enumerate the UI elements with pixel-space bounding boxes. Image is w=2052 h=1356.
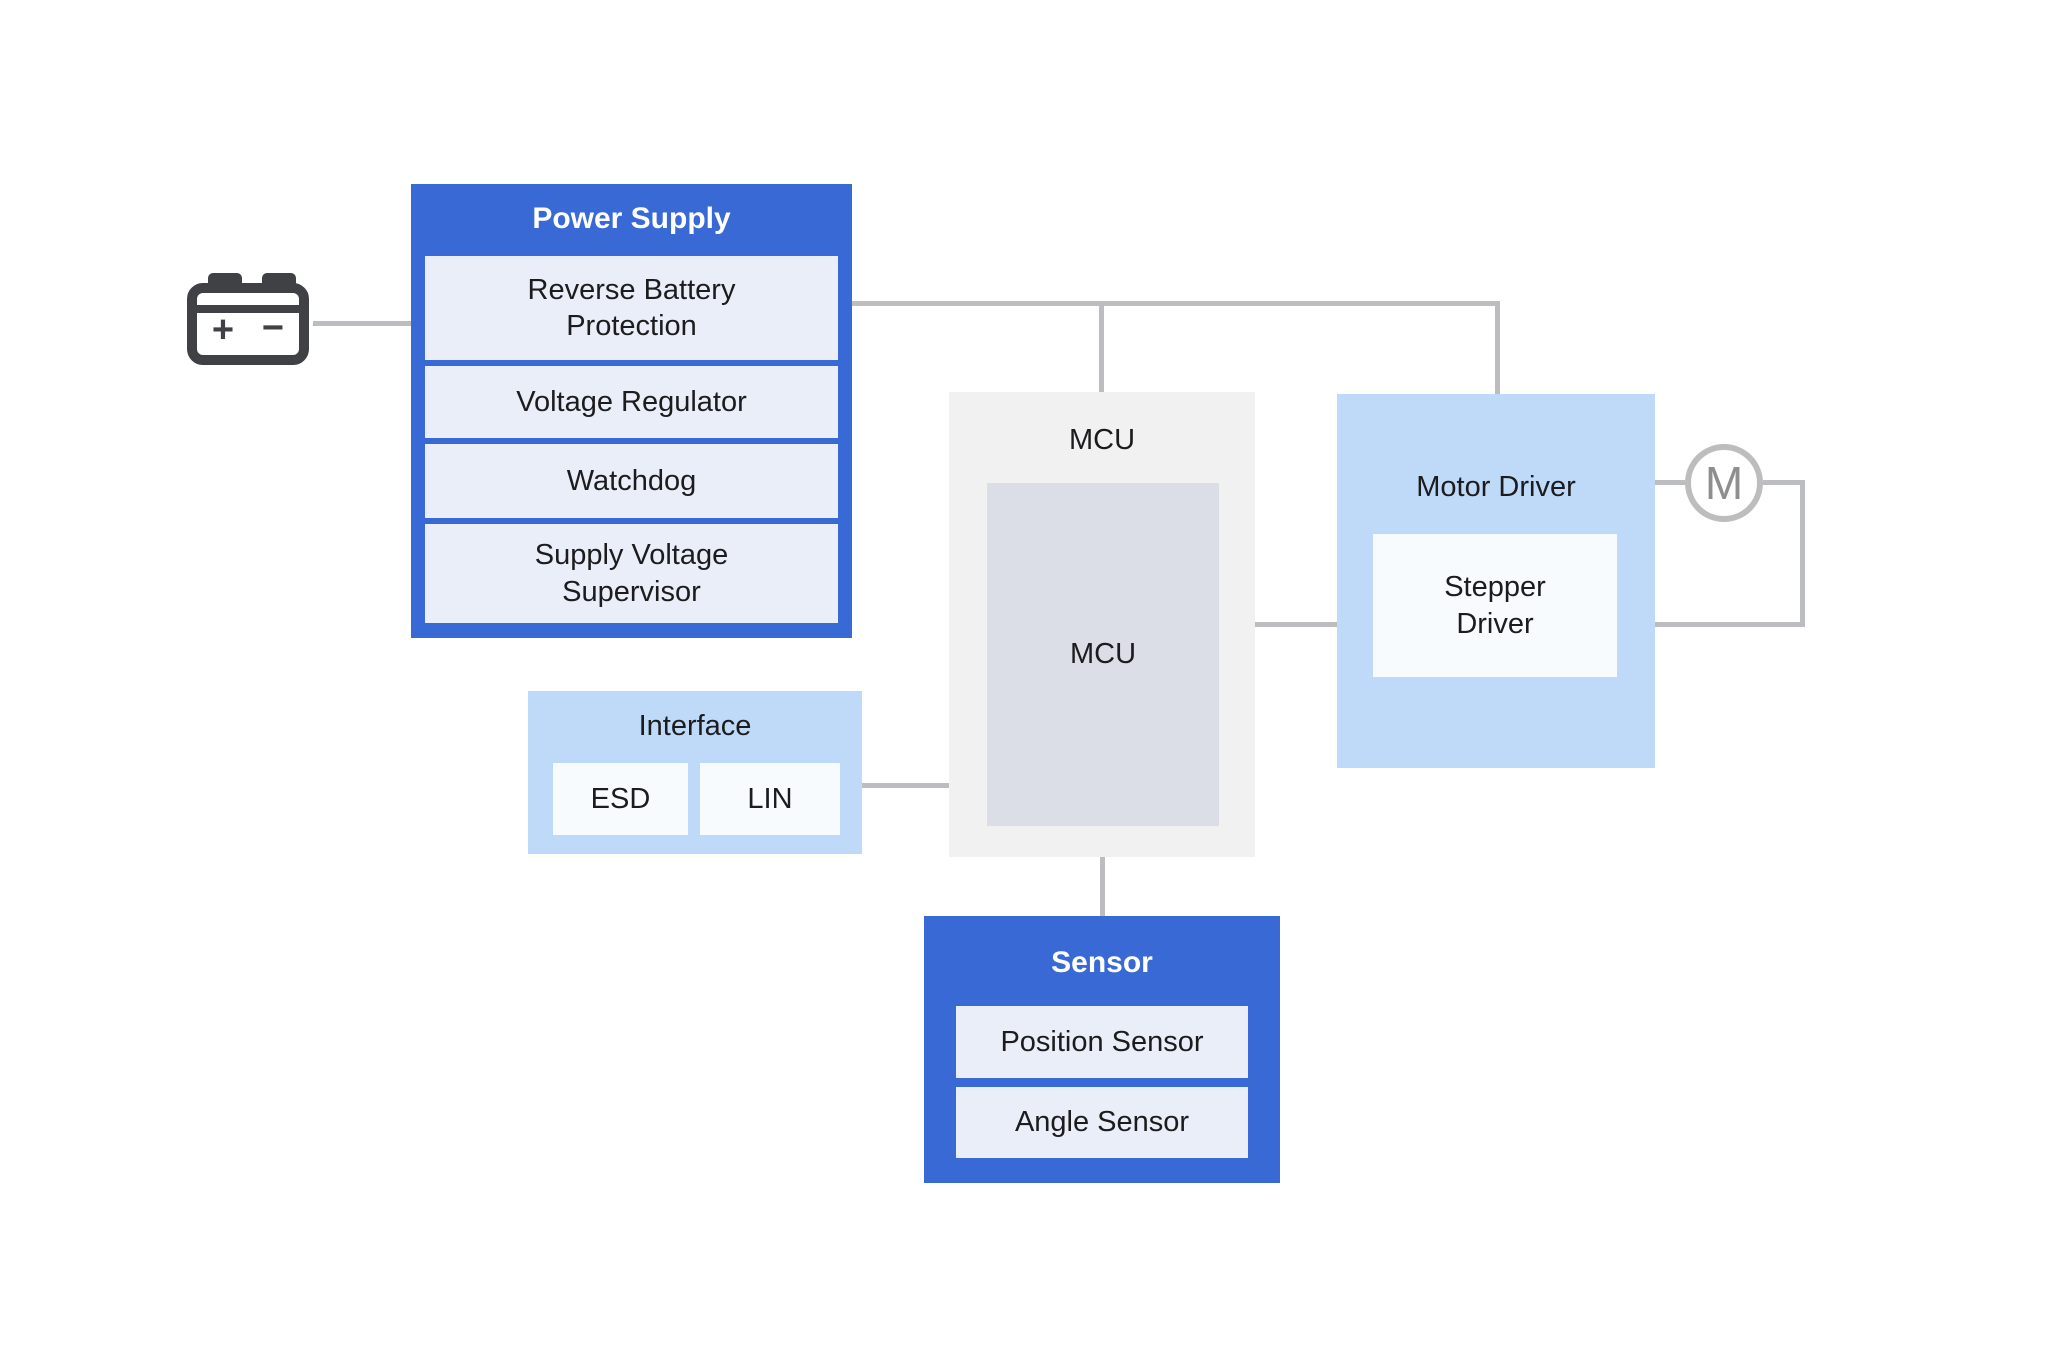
power-supply-block: Power Supply Reverse Battery Protection … [411, 184, 852, 638]
battery-plus-label: + [212, 309, 234, 351]
stepper-driver-chip: Stepper Driver [1373, 534, 1617, 677]
battery-icon: + − [182, 263, 314, 369]
power-supply-item-voltage-regulator: Voltage Regulator [425, 366, 838, 438]
connector-power-trunk [852, 301, 1500, 306]
connector-battery-to-power-supply [313, 321, 411, 326]
motor-driver-title: Motor Driver [1416, 470, 1576, 503]
mcu-title: MCU [1068, 423, 1136, 456]
interface-item-esd: ESD [553, 763, 688, 835]
connector-power-to-motor-driver [1495, 301, 1500, 394]
sensor-item-angle-sensor: Angle Sensor [956, 1087, 1248, 1158]
battery-minus-label: − [262, 307, 284, 349]
sensor-title: Sensor [1051, 946, 1153, 979]
mcu-chip: MCU [987, 483, 1219, 826]
connector-motor-loop-right [1800, 480, 1805, 627]
mcu-block: MCU MCU [949, 392, 1255, 857]
motor-driver-block: Motor Driver Stepper Driver [1337, 394, 1655, 768]
power-supply-item-supply-voltage-supervisor: Supply Voltage Supervisor [425, 524, 838, 623]
power-supply-item-watchdog: Watchdog [425, 444, 838, 518]
interface-item-lin: LIN [700, 763, 840, 835]
connector-motor-loop-top [1763, 480, 1805, 485]
sensor-block: Sensor Position Sensor Angle Sensor [924, 916, 1280, 1183]
motor-icon: M [1685, 444, 1763, 522]
interface-block: Interface ESD LIN [528, 691, 862, 854]
sensor-item-position-sensor: Position Sensor [956, 1006, 1248, 1078]
power-supply-item-reverse-battery-protection: Reverse Battery Protection [425, 256, 838, 360]
power-supply-title: Power Supply [532, 202, 731, 235]
connector-motor-loop-bottom [1655, 622, 1805, 627]
interface-title: Interface [638, 709, 752, 742]
connector-mcu-to-sensor [1100, 857, 1105, 916]
connector-power-to-mcu [1099, 301, 1104, 392]
connector-interface-to-mcu [862, 783, 949, 788]
motor-label: M [1704, 457, 1744, 509]
connector-mcu-to-motor-driver [1255, 622, 1337, 627]
connector-motor-driver-to-motor [1655, 480, 1685, 485]
